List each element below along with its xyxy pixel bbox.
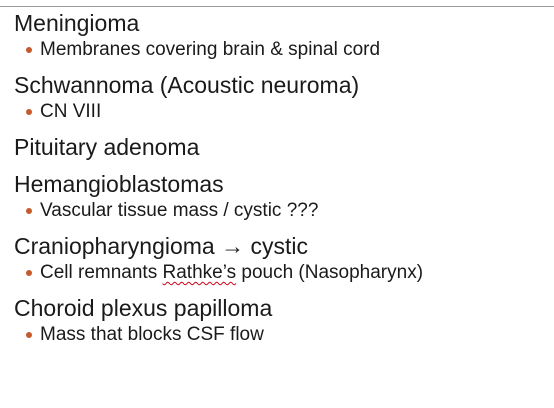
bullet-item: Mass that blocks CSF flow [14, 322, 550, 348]
topic-choroid-plexus-papilloma: Choroid plexus papilloma Mass that block… [14, 293, 550, 348]
topic-heading: Craniopharyngioma → cystic [14, 233, 309, 259]
topic-pituitary-adenoma: Pituitary adenoma [14, 132, 550, 162]
bullet-dot-icon [26, 109, 32, 115]
topic-heading: Hemangioblastomas [14, 171, 224, 197]
bullet-text: Membranes covering brain & spinal cord [40, 39, 381, 60]
bullet-dot-icon [26, 208, 32, 214]
bullet-text-start: Cell remnants [40, 262, 163, 283]
bullet-text: Vascular tissue mass / cystic ??? [40, 200, 319, 221]
topic-heading: Meningioma [14, 10, 140, 36]
topic-craniopharyngioma: Craniopharyngioma → cystic Cell remnants… [14, 231, 550, 286]
bullet-dot-icon [26, 270, 32, 276]
topic-heading: Choroid plexus papilloma [14, 295, 273, 321]
bullet-item: Vascular tissue mass / cystic ??? [14, 198, 550, 224]
top-divider-line [0, 6, 554, 7]
topic-meningioma: Meningioma Membranes covering brain & sp… [14, 8, 550, 63]
bullet-dot-icon [26, 47, 32, 53]
bullet-text: Mass that blocks CSF flow [40, 324, 264, 345]
slide-content: Meningioma Membranes covering brain & sp… [14, 8, 550, 348]
bullet-item: Cell remnants Rathke’s pouch (Nasopharyn… [14, 260, 550, 286]
topic-hemangioblastomas: Hemangioblastomas Vascular tissue mass /… [14, 169, 550, 224]
bullet-text: CN VIII [40, 101, 102, 122]
topic-schwannoma: Schwannoma (Acoustic neuroma) CN VIII [14, 70, 550, 125]
bullet-item: Membranes covering brain & spinal cord [14, 37, 550, 63]
spellcheck-flagged-word[interactable]: Rathke’s [162, 262, 237, 283]
topic-heading: Schwannoma (Acoustic neuroma) [14, 72, 360, 98]
bullet-dot-icon [26, 332, 32, 338]
bullet-item: CN VIII [14, 99, 550, 125]
topic-heading: Pituitary adenoma [14, 134, 200, 160]
bullet-text-end: pouch (Nasopharynx) [236, 262, 424, 283]
